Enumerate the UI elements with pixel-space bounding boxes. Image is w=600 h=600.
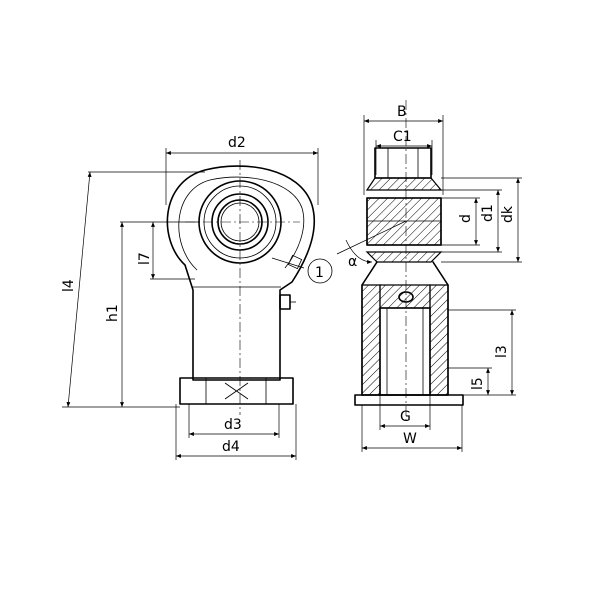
- outer-ring-bottom-section: [365, 251, 443, 263]
- W-label: W: [403, 431, 417, 447]
- ball-outline: [366, 197, 442, 246]
- d-label: d: [458, 214, 474, 223]
- housing-wall-right: [429, 284, 449, 396]
- d4-label: d4: [222, 439, 240, 455]
- C1-label: C1: [393, 129, 412, 145]
- callout-number: 1: [315, 265, 324, 281]
- l7-label: l7: [137, 252, 153, 265]
- housing-top-wall: [379, 284, 431, 309]
- head-inner-contour: [178, 176, 305, 271]
- d2-label: d2: [228, 135, 246, 151]
- housing-wall-left: [361, 284, 381, 396]
- outer-ring-top-section: [365, 177, 443, 191]
- alpha-label: α: [348, 254, 357, 270]
- outer-ring-top-cap: [374, 147, 432, 179]
- B-label: B: [397, 104, 407, 120]
- h1-label: h1: [105, 304, 121, 322]
- l5-label: l5: [470, 377, 486, 390]
- housing-flange: [354, 394, 464, 406]
- callout-circle: [307, 258, 333, 284]
- rod-end-head-outline: [166, 165, 316, 381]
- alpha-line: [336, 220, 407, 255]
- l3-label: l3: [494, 345, 510, 358]
- hex-cross-b: [224, 382, 249, 400]
- alpha-arc: [345, 239, 373, 264]
- section-view: B C1 d d1 dk α l3 l5: [336, 100, 522, 452]
- callout-leader: [271, 257, 305, 269]
- l4-label: l4: [61, 279, 77, 292]
- ball-section: [366, 197, 442, 246]
- d3-label: d3: [224, 417, 242, 433]
- thread-bore: [379, 307, 431, 396]
- G-label: G: [400, 409, 411, 425]
- l4-dim-line: [66, 171, 92, 408]
- front-view: d2 l4 h1 l7 1 d3 d4: [61, 135, 333, 460]
- dk-label: dk: [500, 205, 516, 223]
- callout-marker: [287, 254, 303, 270]
- grease-nipple: [279, 294, 291, 310]
- d1-label: d1: [480, 204, 496, 222]
- hex-flange: [179, 377, 294, 405]
